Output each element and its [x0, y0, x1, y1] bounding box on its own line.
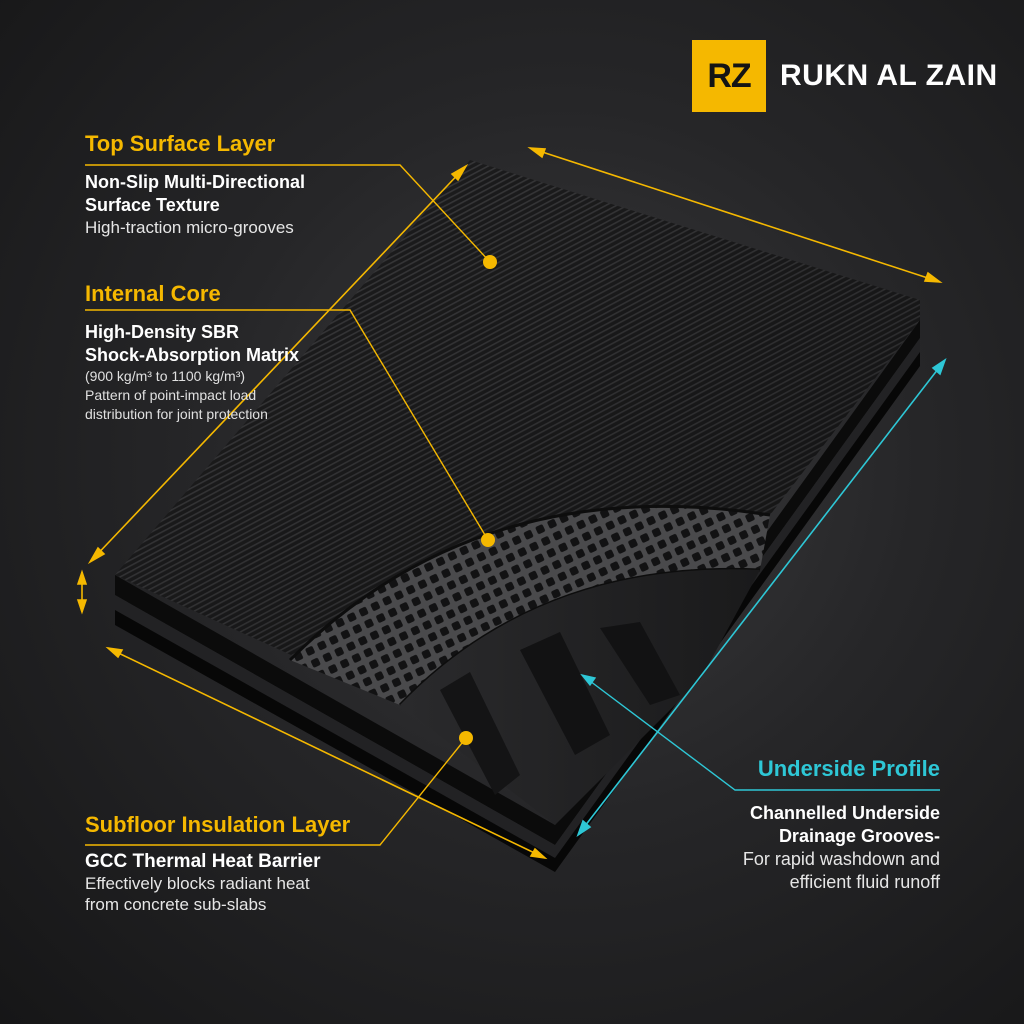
logo-mark: RZ — [692, 40, 766, 112]
underside-sub-line-2: Drainage Grooves- — [778, 826, 940, 846]
top-surface-sub-line-1: Non-Slip Multi-Directional — [85, 172, 305, 192]
subfloor-callout: Subfloor Insulation Layer GCC Thermal He… — [85, 812, 350, 915]
top-surface-desc: High-traction micro-grooves — [85, 218, 294, 237]
underside-desc-line-1: For rapid washdown and — [742, 849, 940, 869]
underside-profile-layer — [400, 569, 760, 825]
brand-name: RUKN AL ZAIN — [780, 59, 998, 92]
subfloor-heading: Subfloor Insulation Layer — [85, 812, 351, 837]
dimension-arrows — [76, 147, 947, 860]
underside-heading: Underside Profile — [757, 756, 940, 781]
leader-lines — [85, 164, 940, 846]
brand-logo: RZ RUKN AL ZAIN — [692, 40, 998, 112]
internal-core-heading: Internal Core — [85, 281, 221, 306]
internal-core-sub-line-1: High-Density SBR — [85, 322, 240, 342]
top-surface-layer — [115, 160, 920, 700]
internal-core-sub-line-2: Shock-Absorption Matrix — [85, 345, 300, 365]
internal-core-detail-line-1: Pattern of point-impact load — [85, 387, 257, 403]
subfloor-sub: GCC Thermal Heat Barrier — [85, 851, 321, 872]
underside-sub-line-1: Channelled Underside — [749, 803, 940, 823]
internal-core-detail-line-2: distribution for joint protection — [85, 406, 268, 422]
subfloor-desc-line-2: from concrete sub-slabs — [85, 895, 267, 914]
subfloor-desc-line-1: Effectively blocks radiant heat — [85, 874, 310, 893]
top-surface-heading: Top Surface Layer — [85, 131, 276, 156]
internal-core-density: (900 kg/m³ to 1100 kg/m³) — [85, 368, 246, 384]
underside-desc-line-2: efficient fluid runoff — [789, 872, 940, 892]
leader-dots — [459, 255, 497, 745]
underside-callout: Underside Profile Channelled Underside D… — [743, 756, 940, 894]
top-surface-callout: Top Surface Layer Non-Slip Multi-Directi… — [85, 131, 305, 238]
internal-core-callout: Internal Core High-Density SBR Shock-Abs… — [85, 281, 299, 424]
top-surface-sub-line-2: Surface Texture — [85, 195, 220, 215]
